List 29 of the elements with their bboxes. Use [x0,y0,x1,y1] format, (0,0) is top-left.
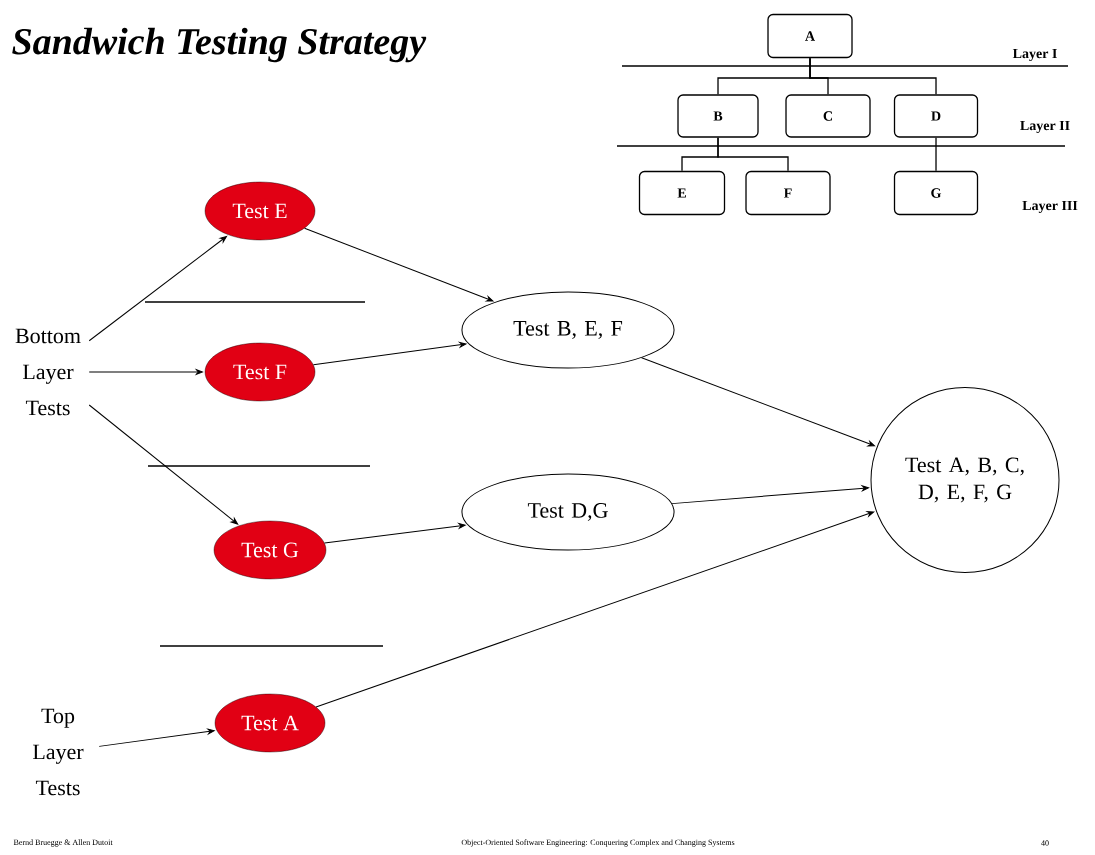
module-box: B [677,94,759,138]
footer-text: Bernd Bruegge & Allen Dutoit [13,839,113,847]
arrow [324,523,466,544]
tree-line [935,137,937,172]
arrow [304,227,494,302]
footer-text: Object-Oriented Software Engineering: Conquering Complex and Changing Systems [461,839,735,847]
arrow [88,369,203,375]
side-label: Bottom Layer Tests [15,328,81,416]
side-label: Top Layer Tests [33,708,84,796]
arrow [671,485,869,505]
module-box: G [893,170,979,216]
layer-label: Layer II [1020,120,1070,134]
module-box: D [893,94,979,138]
layer-label: Layer I [1012,48,1057,62]
module-box: F [745,170,831,216]
arrow [88,404,239,525]
footer-text: 40 [1041,840,1049,846]
arrow [312,341,467,366]
arrow [315,511,875,708]
tree-line [809,57,937,95]
arrow [641,357,876,447]
title: Sandwich Testing Strategy [12,27,427,63]
layer-label: Layer III [1022,200,1078,214]
arrow [98,728,215,747]
arrow [88,235,228,342]
module-box: C [785,94,871,138]
module-box: A [767,13,853,59]
module-box: E [638,170,726,216]
tree-line [717,137,789,172]
